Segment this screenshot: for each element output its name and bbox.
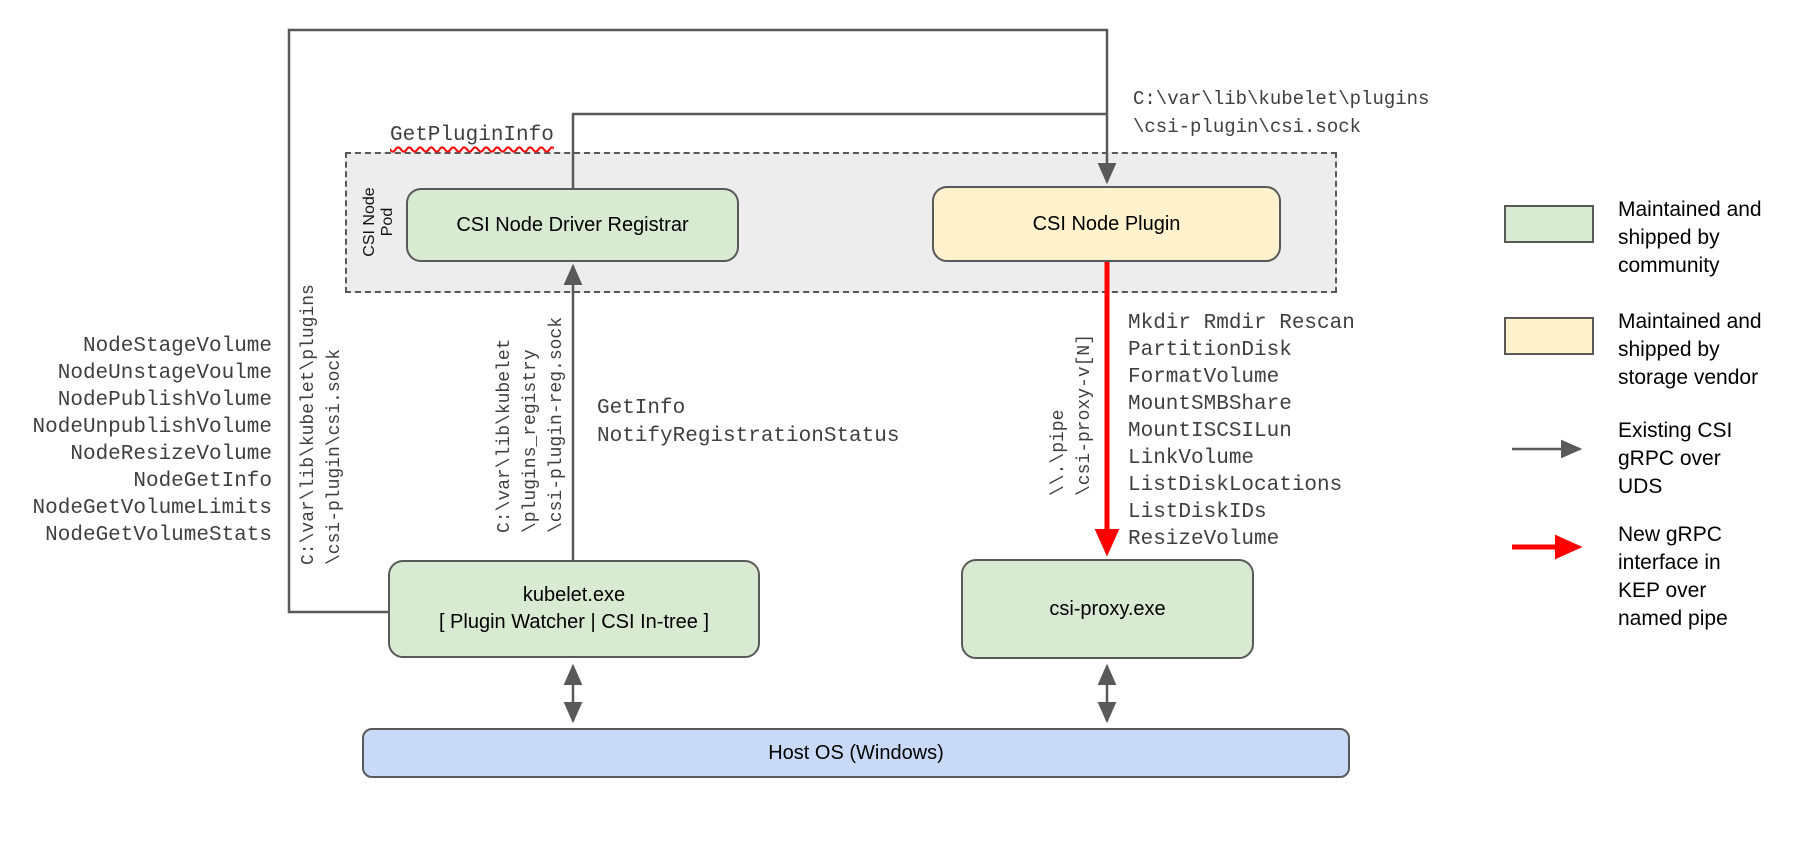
named-pipe-path-rotated-label: \\.\pipe \csi-proxy-v[N] <box>1049 333 1095 496</box>
csi-sock-path-label: C:\var\lib\kubelet\plugins \csi-plugin\c… <box>1133 88 1430 138</box>
csi-node-plugin-label: CSI Node Plugin <box>1032 212 1181 235</box>
legend-community-text: Maintained and shipped by community <box>1618 198 1762 277</box>
registration-calls-label: GetInfo NotifyRegistrationStatus <box>597 397 900 448</box>
host-os-label: Host OS (Windows) <box>768 741 944 764</box>
legend-new-grpc-text: New gRPC interface in KEP over named pip… <box>1618 523 1728 630</box>
kubelet-to-plugin-socket-connector <box>287 28 1117 614</box>
getplugininfo-label: GetPluginInfo <box>390 124 554 147</box>
kubelet-subtitle: [ Plugin Watcher | CSI In-tree ] <box>438 611 710 633</box>
csi-proxy-label: csi-proxy.exe <box>1049 597 1166 620</box>
kubelet-box: kubelet.exe [ Plugin Watcher | CSI In-tr… <box>388 560 760 658</box>
legend-vendor-swatch <box>1504 317 1594 355</box>
host-os-box: Host OS (Windows) <box>362 728 1350 778</box>
registration-socket-path-rotated-label: C:\var\lib\kubelet \plugins_registry \cs… <box>495 316 567 533</box>
csi-sock-path-rotated-label: C:\var\lib\kubelet\plugins \csi-plugin\c… <box>299 284 345 565</box>
legend-vendor-text: Maintained and shipped by storage vendor <box>1618 310 1762 389</box>
registrar-getplugininfo-connector <box>571 112 1106 188</box>
csi-proxy-api-calls-list: Mkdir Rmdir Rescan PartitionDisk FormatV… <box>1128 312 1355 551</box>
node-csi-methods-list: NodeStageVolume NodeUnstageVoulme NodePu… <box>32 335 272 547</box>
csi-proxy-box: csi-proxy.exe <box>961 559 1254 659</box>
legend-existing-grpc-text: Existing CSI gRPC over UDS <box>1618 419 1733 498</box>
kubelet-title: kubelet.exe <box>522 584 626 606</box>
csi-node-driver-registrar-box: CSI Node Driver Registrar <box>406 188 739 262</box>
csi-node-plugin-box: CSI Node Plugin <box>932 186 1281 262</box>
legend-community-swatch <box>1504 205 1594 243</box>
csi-node-driver-registrar-label: CSI Node Driver Registrar <box>456 213 689 236</box>
